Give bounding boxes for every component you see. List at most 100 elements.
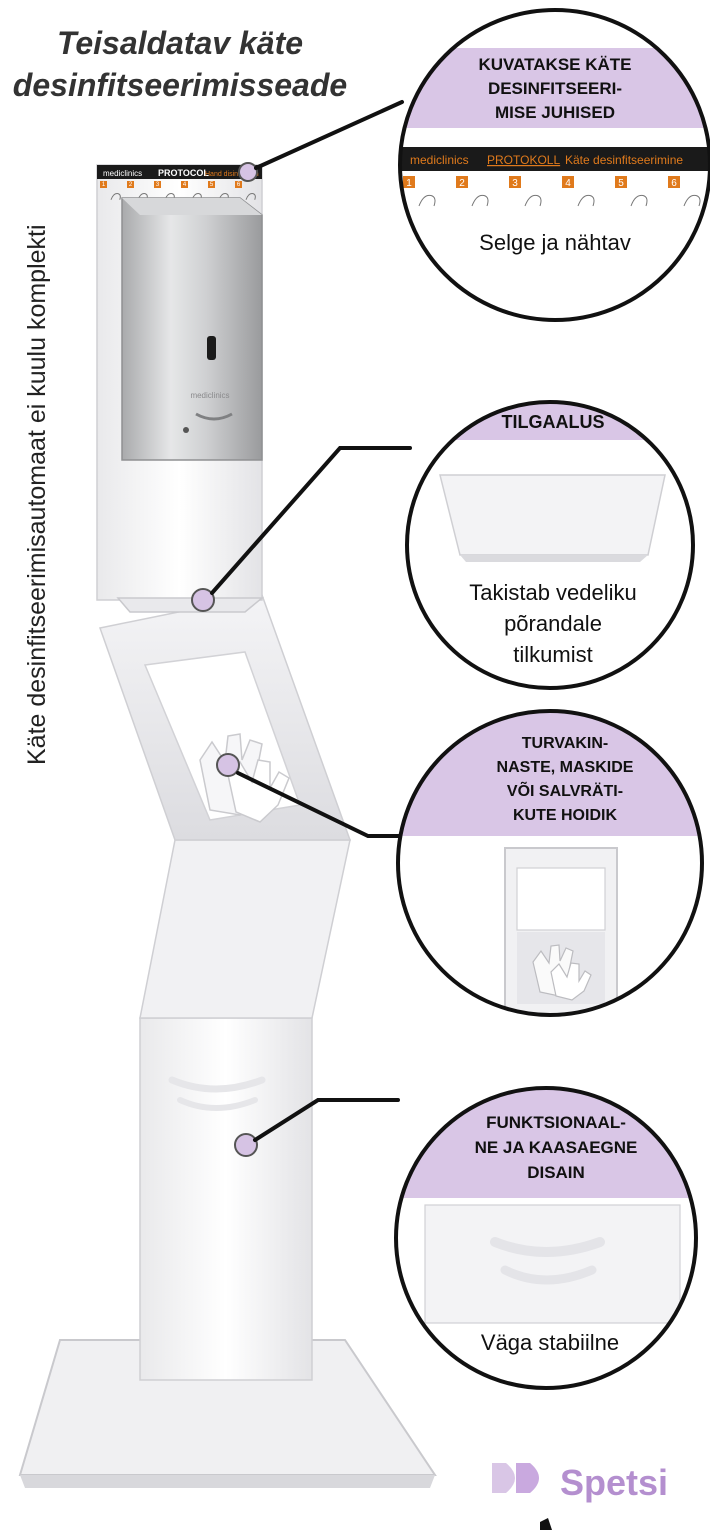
design-zoom-curve-2 <box>500 1265 597 1285</box>
drip-tray <box>116 597 265 613</box>
holder-zoom-window <box>516 867 606 931</box>
strip-subtitle: Käte desinfitseerimine <box>565 153 683 167</box>
middle-section <box>139 839 351 1019</box>
callout-instructions-header-bg <box>400 48 710 128</box>
callout-design: FUNKTSIONAAL- NE JA KAASAEGNE DISAIN Väg… <box>394 1086 698 1390</box>
design-zoom-panel <box>424 1204 681 1324</box>
brand-glyph <box>540 1518 552 1530</box>
strip-step-number-3: 3 <box>512 178 518 189</box>
panel-step-number-3: 3 <box>156 182 160 188</box>
strip-step-box-1 <box>403 176 415 188</box>
panel-step-box-1 <box>100 181 107 188</box>
strip-step-box-5 <box>615 176 627 188</box>
panel-step-box-4 <box>181 181 188 188</box>
strip-step-hand-icon-6 <box>683 194 701 207</box>
strip-step-box-4 <box>562 176 574 188</box>
dispenser-top <box>122 198 262 215</box>
strip-dark <box>400 147 710 171</box>
strip-step-hand-icon-2 <box>471 194 489 207</box>
panel-step-number-1: 1 <box>102 182 106 188</box>
panel-step-box-5 <box>208 181 215 188</box>
dispenser-lock <box>183 427 189 433</box>
strip-step-hand-icon-5 <box>630 194 648 207</box>
brand-name: Spetsi <box>560 1462 669 1503</box>
connector-instructions <box>254 100 404 170</box>
panel-step-box-2 <box>127 181 134 188</box>
marker-drip-tray <box>191 588 215 612</box>
lower-column <box>139 1017 313 1381</box>
strip-steps: 1 2 3 4 5 6 <box>403 176 701 207</box>
callout-glove-holder-header-4: KUTE HOIDIK <box>513 807 617 824</box>
panel-steps: 1 2 3 4 5 6 <box>100 181 256 200</box>
title-line-2: desinfitseerimisseade <box>12 67 348 103</box>
callout-instructions-header-2: DESINFITSEERI- <box>488 79 622 98</box>
callout-glove-holder-header-3: VÕI SALVRÄTI- <box>507 780 623 800</box>
callout-drip-tray: TILGAALUS Takistab vedeliku põrandale ti… <box>405 400 695 690</box>
device-stand: mediclinics PROTOCOL Hand disinfection 1… <box>18 162 437 1488</box>
connector-glove-holder <box>236 771 402 838</box>
callout-design-header-2: NE JA KAASAEGNE <box>475 1138 638 1157</box>
strip-step-number-4: 4 <box>565 178 571 189</box>
dispenser-body <box>121 197 263 461</box>
connector-drip-tray <box>210 446 412 595</box>
dispenser-sensor <box>207 336 216 360</box>
connector-design <box>253 1098 400 1142</box>
panel-brand: mediclinics <box>103 169 142 178</box>
strip-step-hand-icon-1 <box>418 194 436 207</box>
panel-step-hand-icon-6 <box>245 193 256 200</box>
panel-step-box-6 <box>235 181 242 188</box>
strip-protocol: PROTOKOLL <box>487 153 560 167</box>
brand-mark-1 <box>492 1463 515 1493</box>
dispenser-brand: mediclinics <box>190 391 229 400</box>
callout-instructions: 1 2 3 4 5 6 KUVATAKSE KÄTE DESINFITSEERI- MIS… <box>398 8 710 322</box>
strip-step-box-2 <box>456 176 468 188</box>
callout-instructions-header-3: MISE JUHISED <box>495 103 615 122</box>
marker-design <box>234 1133 258 1157</box>
strip-step-number-5: 5 <box>618 178 624 189</box>
panel-step-hand-icon-1 <box>110 193 121 200</box>
panel-protocol: PROTOCOL <box>158 168 209 178</box>
brand-mark-2 <box>516 1463 539 1493</box>
callout-drip-tray-caption-1: Takistab vedeliku <box>469 580 637 605</box>
strip-step-box-6 <box>668 176 680 188</box>
column-logo-curve-1 <box>168 1076 266 1093</box>
panel-header-strip <box>97 165 262 179</box>
strip-step-hand-icon-3 <box>524 194 542 207</box>
base-plate-edge <box>20 1475 435 1488</box>
strip-step-box-3 <box>509 176 521 188</box>
strip-step-number-1: 1 <box>406 178 412 189</box>
panel-step-hand-icon-5 <box>218 193 229 200</box>
callout-design-header-3: DISAIN <box>527 1163 585 1182</box>
strip-step-hand-icon-4 <box>577 194 595 207</box>
callout-design-caption: Väga stabiilne <box>481 1330 619 1355</box>
panel-step-number-5: 5 <box>210 182 214 188</box>
panel-step-box-3 <box>154 181 161 188</box>
page-title: Teisaldatav käte desinfitseerimisseade <box>0 22 360 106</box>
drip-tray-zoom <box>439 474 666 556</box>
panel-step-number-2: 2 <box>129 182 133 188</box>
panel-step-hand-icon-2 <box>137 193 148 200</box>
callout-design-header-1: FUNKTSIONAAL- <box>486 1113 626 1132</box>
callout-glove-holder: TURVAKIN- NASTE, MASKIDE VÕI SALVRÄTI- K… <box>396 709 704 1017</box>
design-zoom-curve-1 <box>490 1237 605 1257</box>
title-line-1: Teisaldatav käte <box>56 25 304 61</box>
callout-glove-holder-header-2: NASTE, MASKIDE <box>497 759 634 776</box>
callout-glove-holder-header-1: TURVAKIN- <box>522 735 609 752</box>
panel-step-number-4: 4 <box>183 182 187 188</box>
callout-instructions-header-1: KUVATAKSE KÄTE <box>479 55 632 74</box>
callout-drip-tray-caption-2: põrandale <box>504 611 602 636</box>
marker-glove-holder <box>216 753 240 777</box>
panel-step-hand-icon-4 <box>191 193 202 200</box>
callout-instructions-caption: Selge ja nähtav <box>479 230 631 255</box>
strip-step-number-6: 6 <box>671 178 677 189</box>
dispenser-nozzle <box>195 412 233 421</box>
brand-logo <box>492 1463 552 1530</box>
strip-step-number-2: 2 <box>459 178 465 189</box>
panel-step-number-6: 6 <box>237 182 241 188</box>
glove-zoom-icon <box>532 944 592 1001</box>
panel-step-hand-icon-3 <box>164 193 175 200</box>
column-logo-curve-2 <box>177 1097 258 1111</box>
callout-drip-tray-caption-3: tilkumist <box>513 642 592 667</box>
callout-drip-tray-header: TILGAALUS <box>502 412 605 432</box>
